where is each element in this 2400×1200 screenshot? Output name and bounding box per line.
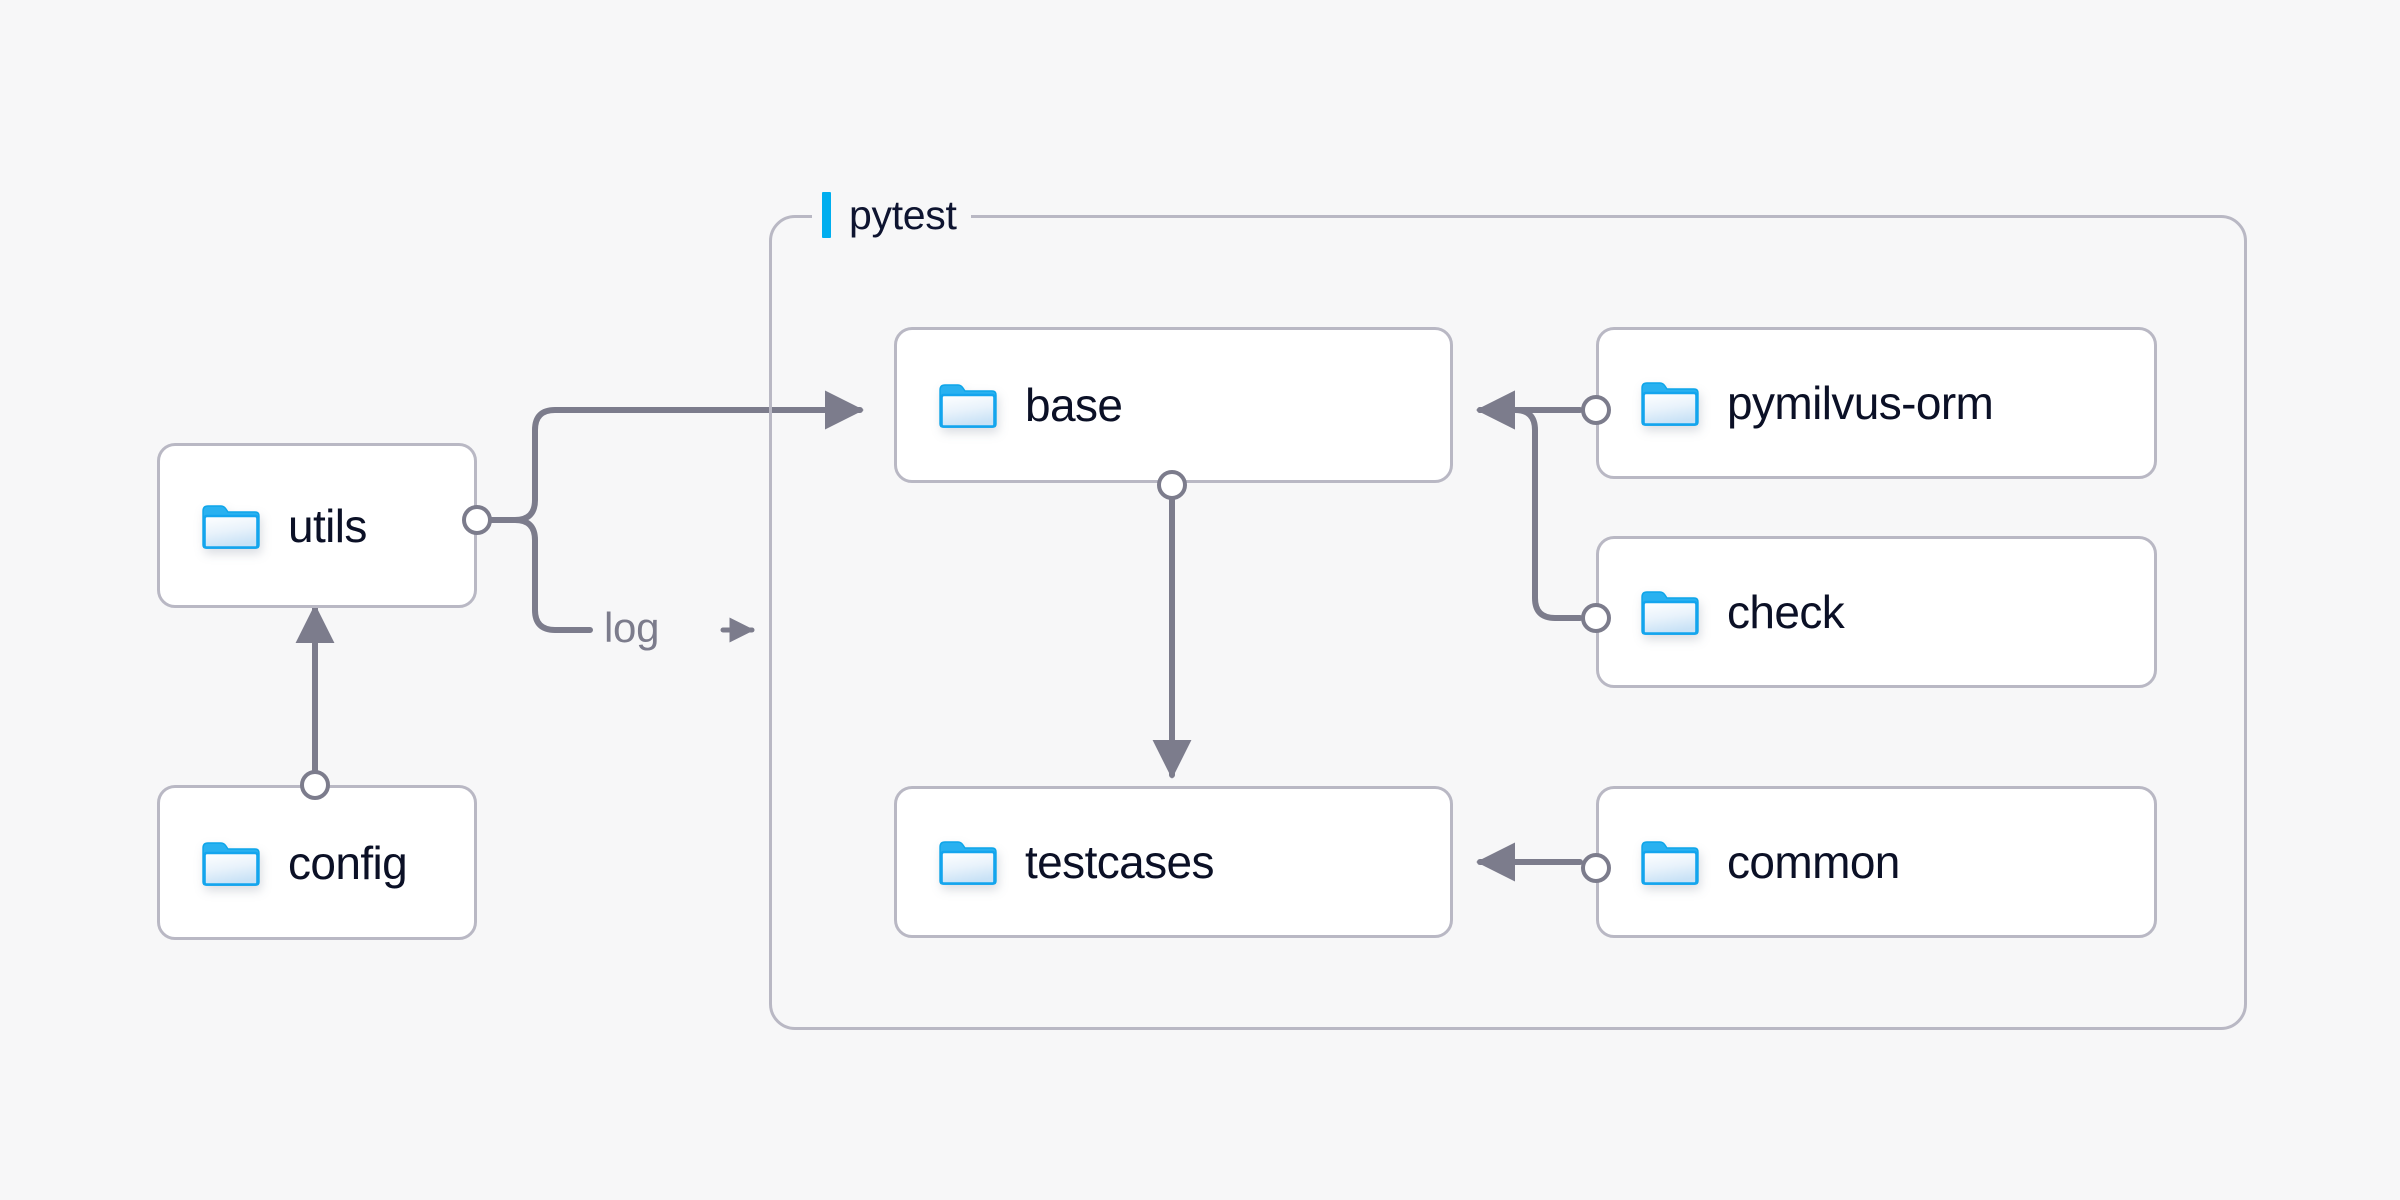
folder-icon (1641, 838, 1699, 886)
folder-icon (1641, 588, 1699, 636)
node-pymilvus-orm-label: pymilvus-orm (1727, 377, 1994, 429)
node-base[interactable]: base (894, 327, 1453, 483)
port-base-bottom[interactable] (1157, 470, 1187, 500)
node-config[interactable]: config (157, 785, 477, 940)
port-pymilvus-orm-left[interactable] (1581, 395, 1611, 425)
node-common-label: common (1727, 836, 1900, 888)
node-base-label: base (1025, 379, 1123, 431)
port-utils-right[interactable] (462, 505, 492, 535)
port-config-top[interactable] (300, 770, 330, 800)
group-pytest-label-text: pytest (849, 191, 957, 238)
node-config-label: config (288, 836, 408, 889)
group-pytest (769, 215, 2247, 1030)
group-pytest-label: pytest (812, 188, 971, 242)
edge-label-log: log (604, 604, 660, 651)
folder-icon (939, 381, 997, 429)
folder-icon (939, 838, 997, 886)
node-pymilvus-orm[interactable]: pymilvus-orm (1596, 327, 2157, 479)
edge-utils-to-log (487, 517, 593, 633)
group-accent-bar (822, 192, 831, 238)
node-utils[interactable]: utils (157, 443, 477, 608)
folder-icon (202, 839, 260, 887)
folder-icon (1641, 379, 1699, 427)
node-testcases[interactable]: testcases (894, 786, 1453, 938)
folder-icon (202, 502, 260, 550)
node-utils-label: utils (288, 499, 367, 552)
node-common[interactable]: common (1596, 786, 2157, 938)
port-common-left[interactable] (1581, 853, 1611, 883)
node-check[interactable]: check (1596, 536, 2157, 688)
node-testcases-label: testcases (1025, 836, 1215, 888)
node-check-label: check (1727, 586, 1845, 638)
port-check-left[interactable] (1581, 603, 1611, 633)
